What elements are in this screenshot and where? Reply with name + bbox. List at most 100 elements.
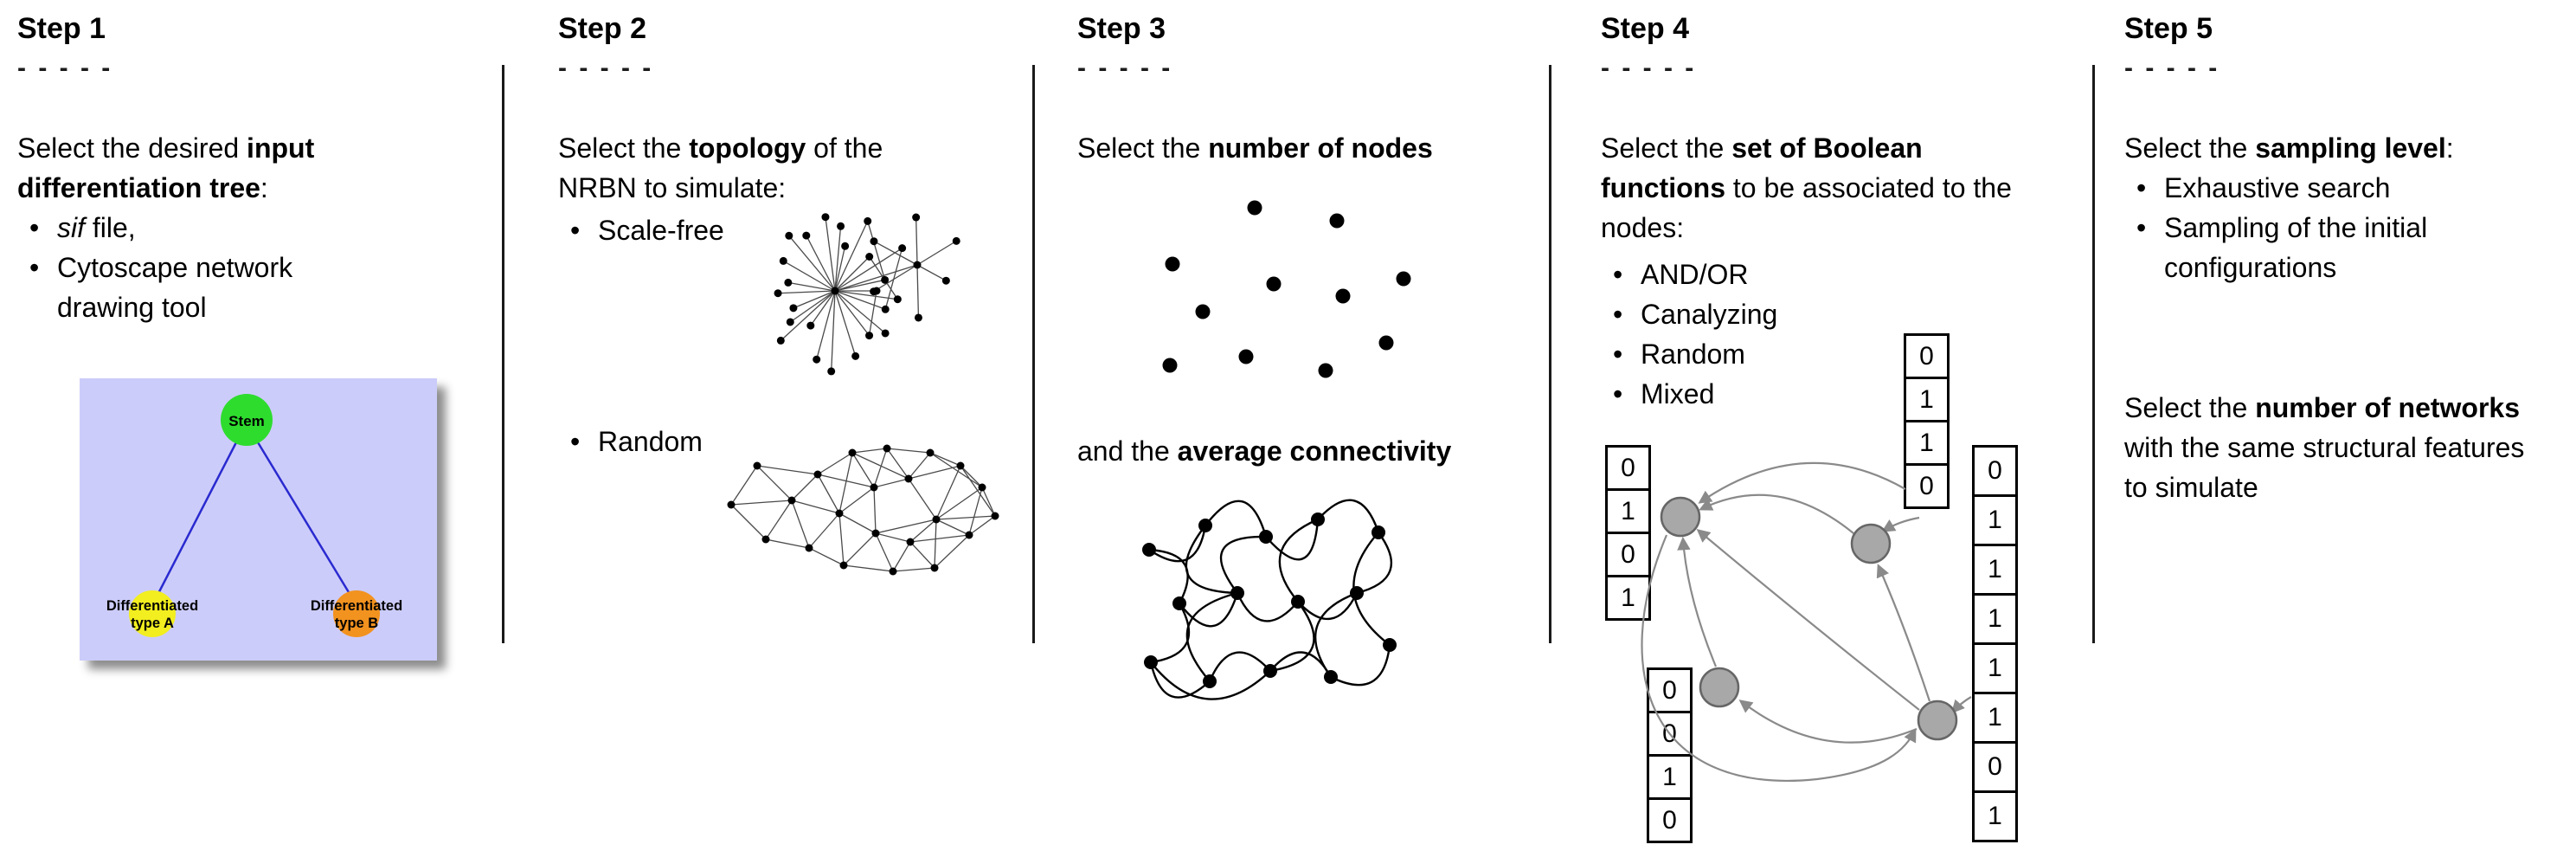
truth-table-cell: 1	[1605, 575, 1651, 621]
edge-line	[782, 260, 836, 292]
bullet-label: AND/OR	[1641, 259, 1749, 290]
step3-column: Step 3 - - - - - Select the number of no…	[1077, 0, 1545, 851]
stem-node-label: Stem	[228, 413, 265, 429]
random-network-figure	[727, 444, 999, 576]
edge-line	[843, 564, 894, 572]
edge-line	[838, 513, 845, 566]
edge-line	[909, 541, 935, 569]
node-dot	[1162, 358, 1178, 373]
bullet-label: Canalyzing	[1641, 299, 1778, 330]
column-divider	[2092, 65, 2095, 643]
node-dot	[889, 567, 897, 576]
truth-table-cell: 1	[1904, 420, 1950, 466]
node-dot	[839, 561, 848, 570]
edge-line	[873, 264, 918, 293]
edge-line	[892, 567, 935, 572]
edge-curve	[1265, 519, 1320, 561]
edge-curve	[1269, 651, 1333, 678]
edge-line	[730, 500, 793, 506]
node-dot	[851, 351, 860, 360]
edge-curve	[1149, 661, 1211, 699]
column-divider	[1549, 65, 1551, 643]
edge-line	[834, 290, 857, 357]
node-dot	[1172, 596, 1186, 610]
bold-text: number of nodes	[1208, 132, 1433, 164]
node-dot	[932, 515, 941, 524]
type-a-label-line1: Differentiated	[106, 598, 198, 614]
edge-line	[756, 465, 793, 501]
edge-line	[981, 487, 996, 517]
node-dot	[870, 287, 878, 296]
step2-dashes: - - - - -	[558, 54, 654, 82]
step1-intro: Select the desired input differentiation…	[17, 128, 407, 208]
node-dot	[898, 244, 907, 253]
edge-line	[935, 515, 996, 520]
edge-line	[968, 515, 996, 536]
edge-line	[838, 513, 877, 534]
node-dot	[837, 222, 845, 230]
influence-arrow	[1699, 493, 1854, 534]
bold-text: input differentiation tree	[17, 132, 315, 203]
node-dot	[1144, 655, 1158, 669]
edge-line	[873, 241, 918, 266]
node-dot	[991, 512, 999, 520]
italic-text: sif	[57, 212, 85, 243]
node-dot	[784, 278, 793, 287]
edge-line	[960, 465, 983, 488]
truth-table-cell: 1	[1605, 488, 1651, 534]
node-dot	[805, 544, 813, 552]
node-dot	[870, 483, 878, 492]
list-item: • Mixed	[1601, 374, 1964, 414]
differentiation-tree-svg: Stem Differentiated type A Differentiate…	[80, 378, 437, 661]
node-dot	[864, 216, 872, 225]
truth-table-cell: 1	[1972, 544, 2018, 596]
edge-line	[929, 452, 983, 488]
edge-line	[851, 452, 875, 488]
bold-text: number of networks	[2255, 392, 2521, 423]
edge-line	[834, 248, 903, 292]
text-segment: with the same structural features to sim…	[2124, 432, 2525, 503]
node-dot	[956, 461, 965, 470]
edge-curve	[1330, 644, 1391, 687]
connectivity-tangle-figure	[1142, 499, 1397, 700]
edge-line	[873, 487, 877, 534]
edge-line	[916, 264, 920, 318]
edge-curve	[1297, 592, 1359, 621]
node-dot	[1142, 543, 1156, 557]
node-dot	[952, 236, 960, 245]
node-dot	[1195, 304, 1211, 319]
node-dot	[1329, 213, 1345, 229]
node-dot	[831, 287, 839, 295]
list-item: • Cytoscape network drawing tool	[17, 248, 363, 327]
node-dot	[1350, 586, 1364, 600]
bullet-marker: •	[29, 252, 40, 283]
list-item: • AND/OR	[1601, 255, 1964, 294]
step4-bullet-list: • AND/OR • Canalyzing • Random • Mixed	[1601, 255, 1964, 414]
node-dot	[761, 535, 770, 544]
node-dot	[1263, 664, 1277, 678]
step1-dashes: - - - - -	[17, 54, 113, 82]
step5-column: Step 5 - - - - - Select the sampling lev…	[2124, 0, 2557, 851]
text-segment: :	[2445, 132, 2454, 164]
truth-table-cell: 1	[1972, 692, 2018, 744]
node-dot	[1311, 513, 1325, 526]
bullet-label: Cytoscape network drawing tool	[57, 252, 293, 323]
node-dot	[802, 231, 811, 240]
node-dot	[912, 213, 921, 222]
node-dot	[779, 256, 787, 265]
edge-curve	[1317, 499, 1380, 533]
edge-line	[730, 504, 767, 540]
edge-line	[843, 532, 877, 566]
node-dot	[786, 318, 794, 326]
edge-line	[789, 290, 836, 323]
edge-line	[916, 240, 957, 266]
node-dot	[821, 213, 830, 222]
boolean-truth-table-top: 0 1 1 0	[1904, 333, 1950, 509]
edge-line	[831, 290, 836, 371]
edge-line	[908, 478, 937, 520]
column-divider	[1032, 65, 1035, 643]
text-segment: Select the	[2124, 132, 2256, 164]
edge-line	[793, 290, 836, 309]
bold-text: sampling level	[2255, 132, 2446, 164]
